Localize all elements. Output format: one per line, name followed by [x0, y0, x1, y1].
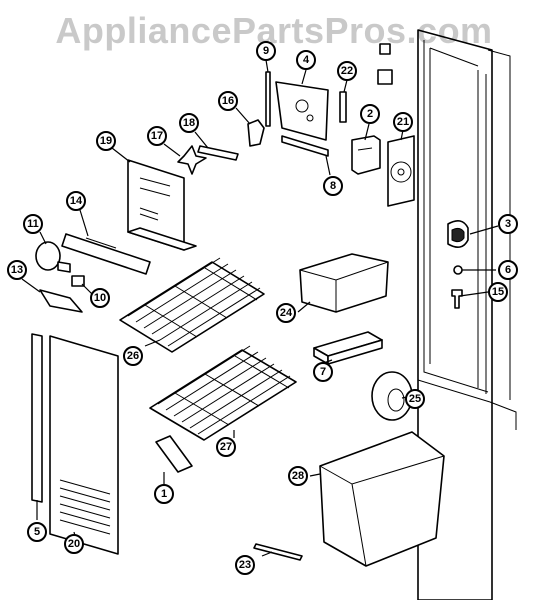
svg-text:18: 18: [183, 117, 195, 129]
part-4: [275, 81, 329, 141]
svg-text:2: 2: [367, 108, 373, 120]
part-26: [119, 257, 265, 353]
freezer-door: [417, 29, 517, 600]
svg-text:8: 8: [330, 180, 336, 192]
svg-text:10: 10: [94, 292, 106, 304]
part-19: [127, 159, 197, 251]
part-23: [253, 543, 303, 561]
svg-text:20: 20: [68, 538, 80, 550]
callout-15: 15: [488, 282, 508, 302]
clip-part: [377, 43, 393, 85]
svg-text:3: 3: [505, 218, 511, 230]
callout-21: 21: [393, 112, 413, 132]
part-17: [177, 145, 207, 175]
callout-20: 20: [64, 534, 84, 554]
callout-8: 8: [323, 176, 343, 196]
callout-23: 23: [235, 555, 255, 575]
part-27: [149, 345, 297, 441]
svg-text:14: 14: [70, 195, 83, 207]
part-15: [451, 289, 463, 309]
svg-text:25: 25: [409, 393, 421, 405]
svg-text:9: 9: [263, 45, 269, 57]
svg-text:28: 28: [292, 470, 304, 482]
part-8: [281, 135, 329, 157]
svg-text:5: 5: [34, 526, 40, 538]
callout-17: 17: [147, 126, 167, 146]
part-11: [35, 241, 71, 273]
svg-text:27: 27: [220, 441, 232, 453]
callout-14: 14: [66, 191, 86, 211]
part-20: [49, 335, 119, 555]
part-13: [39, 289, 83, 313]
callout-9: 9: [256, 41, 276, 61]
callout-24: 24: [276, 303, 296, 323]
callout-4: 4: [296, 50, 316, 70]
svg-text:22: 22: [341, 65, 353, 77]
part-1: [155, 435, 193, 473]
part-22: [339, 91, 347, 123]
svg-text:13: 13: [11, 264, 23, 276]
callout-18: 18: [179, 113, 199, 133]
part-2: [351, 135, 381, 175]
svg-text:21: 21: [397, 116, 409, 128]
callout-1: 1: [154, 484, 174, 504]
part-28: [319, 431, 445, 567]
svg-text:4: 4: [303, 54, 310, 66]
callout-26: 26: [123, 346, 143, 366]
callout-22: 22: [337, 61, 357, 81]
part-14: [61, 233, 151, 275]
part-18: [197, 145, 239, 161]
part-21: [387, 135, 415, 207]
callout-28: 28: [288, 466, 308, 486]
callout-6: 6: [498, 260, 518, 280]
callout-25: 25: [405, 389, 425, 409]
callout-27: 27: [216, 437, 236, 457]
callout-10: 10: [90, 288, 110, 308]
part-6: [453, 265, 463, 275]
svg-text:15: 15: [492, 286, 504, 298]
part-9: [265, 71, 271, 127]
callout-16: 16: [218, 91, 238, 111]
svg-text:6: 6: [505, 264, 511, 276]
part-5: [31, 333, 43, 503]
svg-text:1: 1: [161, 488, 167, 500]
callout-11: 11: [23, 214, 43, 234]
callout-3: 3: [498, 214, 518, 234]
svg-text:17: 17: [151, 130, 163, 142]
callout-19: 19: [96, 131, 116, 151]
callout-5: 5: [27, 522, 47, 542]
callout-2: 2: [360, 104, 380, 124]
svg-text:23: 23: [239, 559, 251, 571]
svg-text:7: 7: [320, 366, 326, 378]
leader-lines: [21, 59, 499, 557]
svg-text:16: 16: [222, 95, 234, 107]
svg-text:24: 24: [280, 307, 293, 319]
part-3: [447, 220, 469, 248]
part-25: [371, 371, 413, 421]
svg-text:26: 26: [127, 350, 139, 362]
part-16: [247, 119, 265, 147]
svg-text:11: 11: [27, 218, 39, 230]
svg-text:19: 19: [100, 135, 112, 147]
callout-13: 13: [7, 260, 27, 280]
callout-7: 7: [313, 362, 333, 382]
part-24: [299, 253, 389, 313]
part-7: [313, 331, 383, 365]
